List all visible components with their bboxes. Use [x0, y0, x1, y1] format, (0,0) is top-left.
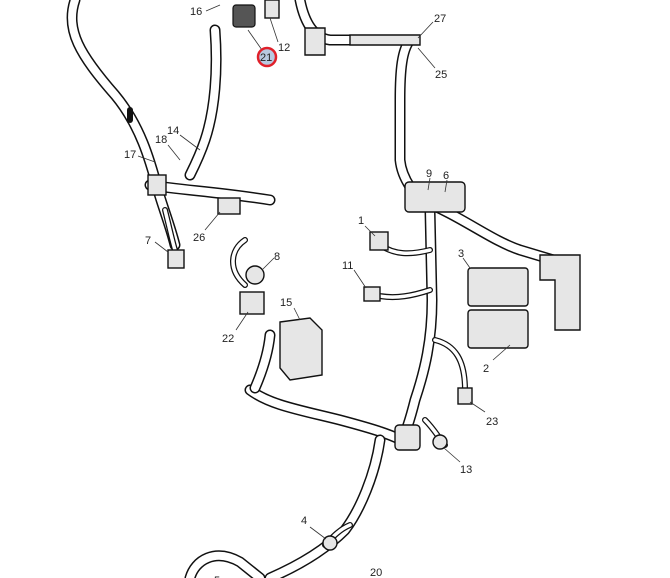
connector-22 — [239, 291, 265, 315]
callout-4: 4 — [301, 515, 307, 527]
callout-18: 18 — [155, 134, 167, 146]
callout-1: 1 — [358, 215, 364, 227]
ecu-connector-lower — [467, 309, 529, 349]
callout-2: 2 — [483, 363, 489, 375]
callout-26: 26 — [193, 232, 205, 244]
connector-1 — [369, 231, 389, 251]
callout-13: 13 — [460, 464, 472, 476]
connector-11 — [363, 286, 381, 302]
callout-8: 8 — [274, 251, 280, 263]
callout-11: 11 — [342, 260, 353, 272]
callouts: 16 12 21 27 25 14 18 17 9 6 1 26 7 8 3 1… — [124, 4, 511, 578]
callout-25: 25 — [435, 69, 447, 81]
junction-block — [404, 181, 466, 213]
callout-21[interactable]: 21 — [260, 52, 272, 64]
elbow-connector — [304, 27, 326, 56]
callout-23: 23 — [486, 416, 498, 428]
connector-26 — [217, 197, 241, 215]
callout-7: 7 — [145, 235, 151, 247]
callout-27: 27 — [434, 13, 446, 25]
grommet-8 — [245, 265, 265, 285]
connector-15 — [279, 317, 323, 381]
connector-23 — [457, 387, 473, 405]
ring-terminal-13 — [432, 434, 448, 450]
junction-lower — [394, 424, 421, 451]
connector-21 — [232, 4, 256, 28]
bracket-27 — [349, 34, 421, 46]
ring-terminal-4 — [322, 535, 338, 551]
clip-17 — [147, 174, 167, 196]
elbow-3 — [539, 254, 581, 331]
callout-22: 22 — [222, 333, 234, 345]
callout-3: 3 — [458, 248, 464, 260]
highlight-circle-21[interactable] — [256, 46, 278, 68]
connectors — [147, 0, 581, 551]
callout-17: 17 — [124, 149, 136, 161]
callout-16: 16 — [190, 6, 202, 18]
callout-6: 6 — [443, 170, 449, 182]
connector-7 — [167, 249, 185, 269]
callout-20: 20 — [370, 567, 382, 578]
connector-12 — [264, 0, 280, 19]
callout-15: 15 — [280, 297, 292, 309]
callout-14: 14 — [167, 125, 179, 137]
callout-12: 12 — [278, 42, 290, 54]
ecu-connector-upper — [467, 267, 529, 307]
callout-5: 5 — [214, 575, 220, 578]
callout-9: 9 — [426, 168, 432, 180]
